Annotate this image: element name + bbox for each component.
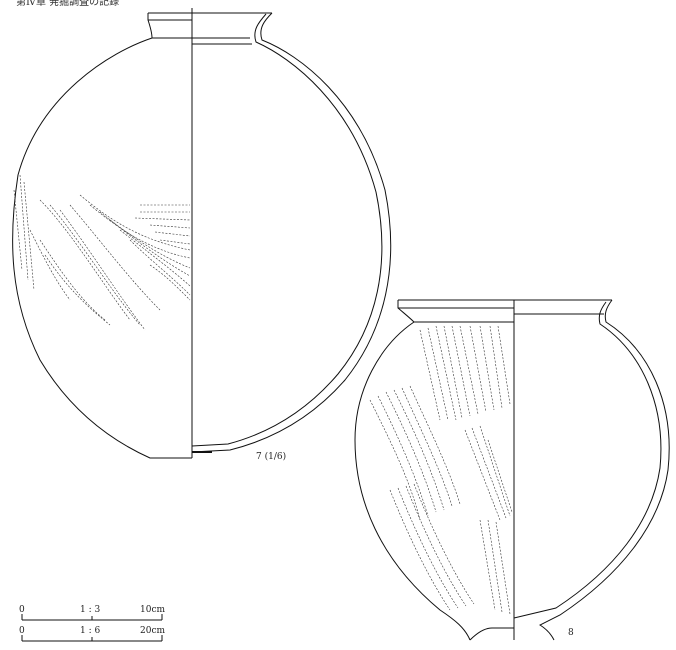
vessel-8-rim xyxy=(398,299,612,323)
scale-bar-1-6: 0 1 : 6 20cm xyxy=(19,626,165,642)
scale-1-3-ratio: 1 : 3 xyxy=(80,605,100,615)
vessel-7-section-profile xyxy=(191,12,392,453)
vessel-7-rim xyxy=(148,12,272,45)
scale-1-3-start: 0 xyxy=(19,605,25,615)
vessel-7: 7 (1/6) xyxy=(12,8,392,462)
vessel-7-label: 7 (1/6) xyxy=(256,451,286,462)
vessel-8-foot xyxy=(469,627,514,641)
vessel-8-section-profile xyxy=(538,299,670,641)
scale-1-6-start: 0 xyxy=(19,626,25,636)
scale-1-6-end: 20cm xyxy=(140,626,165,636)
scale-bar-1-3: 0 1 : 3 10cm xyxy=(19,605,165,621)
vessel-8-label: 8 xyxy=(568,628,574,638)
vessel-8-section-inner xyxy=(513,301,662,619)
vessel-7-section-inner xyxy=(191,13,383,447)
vessel-8: 8 xyxy=(354,299,670,641)
vessel-8-brush-marks xyxy=(369,325,513,615)
vessel-8-exterior-outline xyxy=(354,300,471,641)
scale-1-3-end: 10cm xyxy=(140,605,165,615)
scale-1-6-ratio: 1 : 6 xyxy=(80,626,100,636)
vessel-7-exterior-outline xyxy=(12,13,192,459)
vessel-7-brush-marks xyxy=(13,174,191,331)
page-header: 第Ⅳ章 発掘調査の記録 xyxy=(16,0,120,8)
